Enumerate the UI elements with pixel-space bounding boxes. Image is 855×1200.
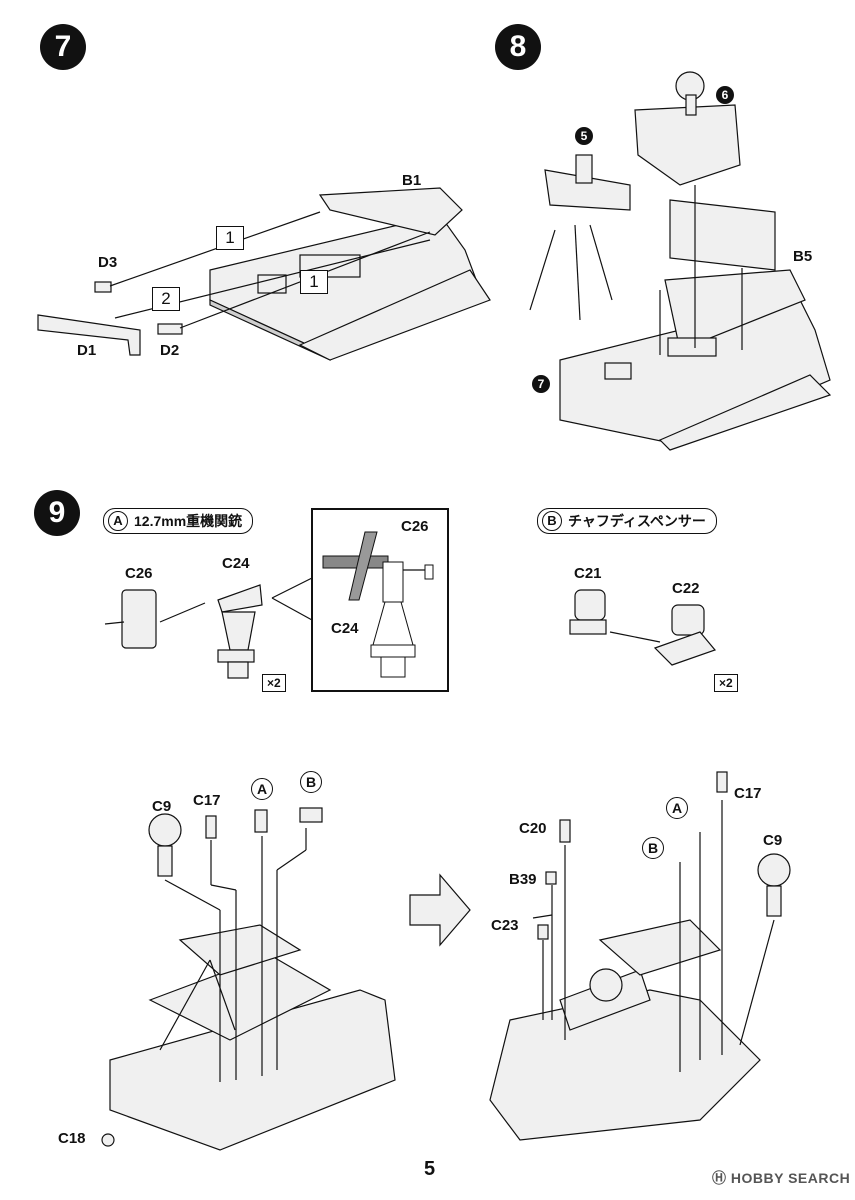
zoom-label-c26: C26 bbox=[401, 518, 429, 535]
sub-assembly-b-title: B チャフディスペンサー bbox=[537, 508, 717, 534]
ref-step-5-badge: 5 bbox=[575, 127, 593, 145]
step9-parts-drawing bbox=[104, 577, 717, 679]
watermark: Ⓗ HOBBY SEARCH bbox=[712, 1168, 850, 1188]
final-left-marker-a: A bbox=[251, 778, 273, 800]
page-number: 5 bbox=[424, 1158, 436, 1180]
step7-hull-drawing bbox=[37, 187, 491, 361]
watermark-logo-icon: Ⓗ bbox=[712, 1170, 731, 1186]
final-right-label-c17: C17 bbox=[734, 785, 762, 802]
next-arrow-shape bbox=[409, 873, 471, 947]
part-label-b5: B5 bbox=[793, 248, 813, 265]
step8-hull-drawing bbox=[529, 71, 832, 451]
final-right-label-c23: C23 bbox=[491, 917, 519, 934]
sub-assembly-a-title: A 12.7mm重機関銃 bbox=[103, 508, 254, 534]
part-label-d2: D2 bbox=[160, 342, 180, 359]
final-left-label-c9: C9 bbox=[152, 798, 172, 815]
ref-step-7-badge: 7 bbox=[532, 375, 550, 393]
quantity-b: ×2 bbox=[714, 674, 738, 692]
final-left-label-c18: C18 bbox=[58, 1130, 86, 1147]
final-right-label-b39: B39 bbox=[509, 871, 537, 888]
sub-assembly-a-letter: A bbox=[108, 511, 128, 531]
step-7-badge: 7 bbox=[40, 24, 86, 70]
final-left-label-c17: C17 bbox=[193, 792, 221, 809]
final-right-marker-b: B bbox=[642, 837, 664, 859]
watermark-text: HOBBY SEARCH bbox=[730, 1170, 851, 1186]
part-label-d3: D3 bbox=[98, 254, 118, 271]
sub-assembly-b-name: チャフディスペンサー bbox=[568, 513, 706, 529]
part-label-c26: C26 bbox=[125, 565, 153, 582]
final-left-marker-b: B bbox=[300, 771, 322, 793]
sequence-box-1a: 1 bbox=[216, 226, 244, 250]
sequence-box-1b: 1 bbox=[300, 270, 328, 294]
step-9-badge: 9 bbox=[34, 490, 80, 536]
quantity-a: ×2 bbox=[262, 674, 286, 692]
part-label-c24: C24 bbox=[222, 555, 250, 572]
zoom-drawing bbox=[322, 531, 434, 678]
part-label-c22: C22 bbox=[672, 580, 700, 597]
part-label-c21: C21 bbox=[574, 565, 602, 582]
zoom-label-c24: C24 bbox=[331, 620, 359, 637]
final-right-marker-a: A bbox=[666, 797, 688, 819]
step-8-badge: 8 bbox=[495, 24, 541, 70]
part-label-d1: D1 bbox=[77, 342, 97, 359]
sub-assembly-a-name: 12.7mm重機関銃 bbox=[134, 513, 243, 529]
ref-step-6-badge: 6 bbox=[716, 86, 734, 104]
final-left-assembly-drawing bbox=[101, 807, 396, 1151]
part-label-b1: B1 bbox=[402, 172, 422, 189]
final-right-assembly-drawing bbox=[489, 771, 791, 1141]
detail-zoom-box: C26 C24 bbox=[311, 508, 449, 692]
final-right-label-c9: C9 bbox=[763, 832, 783, 849]
sequence-box-2: 2 bbox=[152, 287, 180, 311]
sub-assembly-b-letter: B bbox=[542, 511, 562, 531]
final-right-label-c20: C20 bbox=[519, 820, 547, 837]
